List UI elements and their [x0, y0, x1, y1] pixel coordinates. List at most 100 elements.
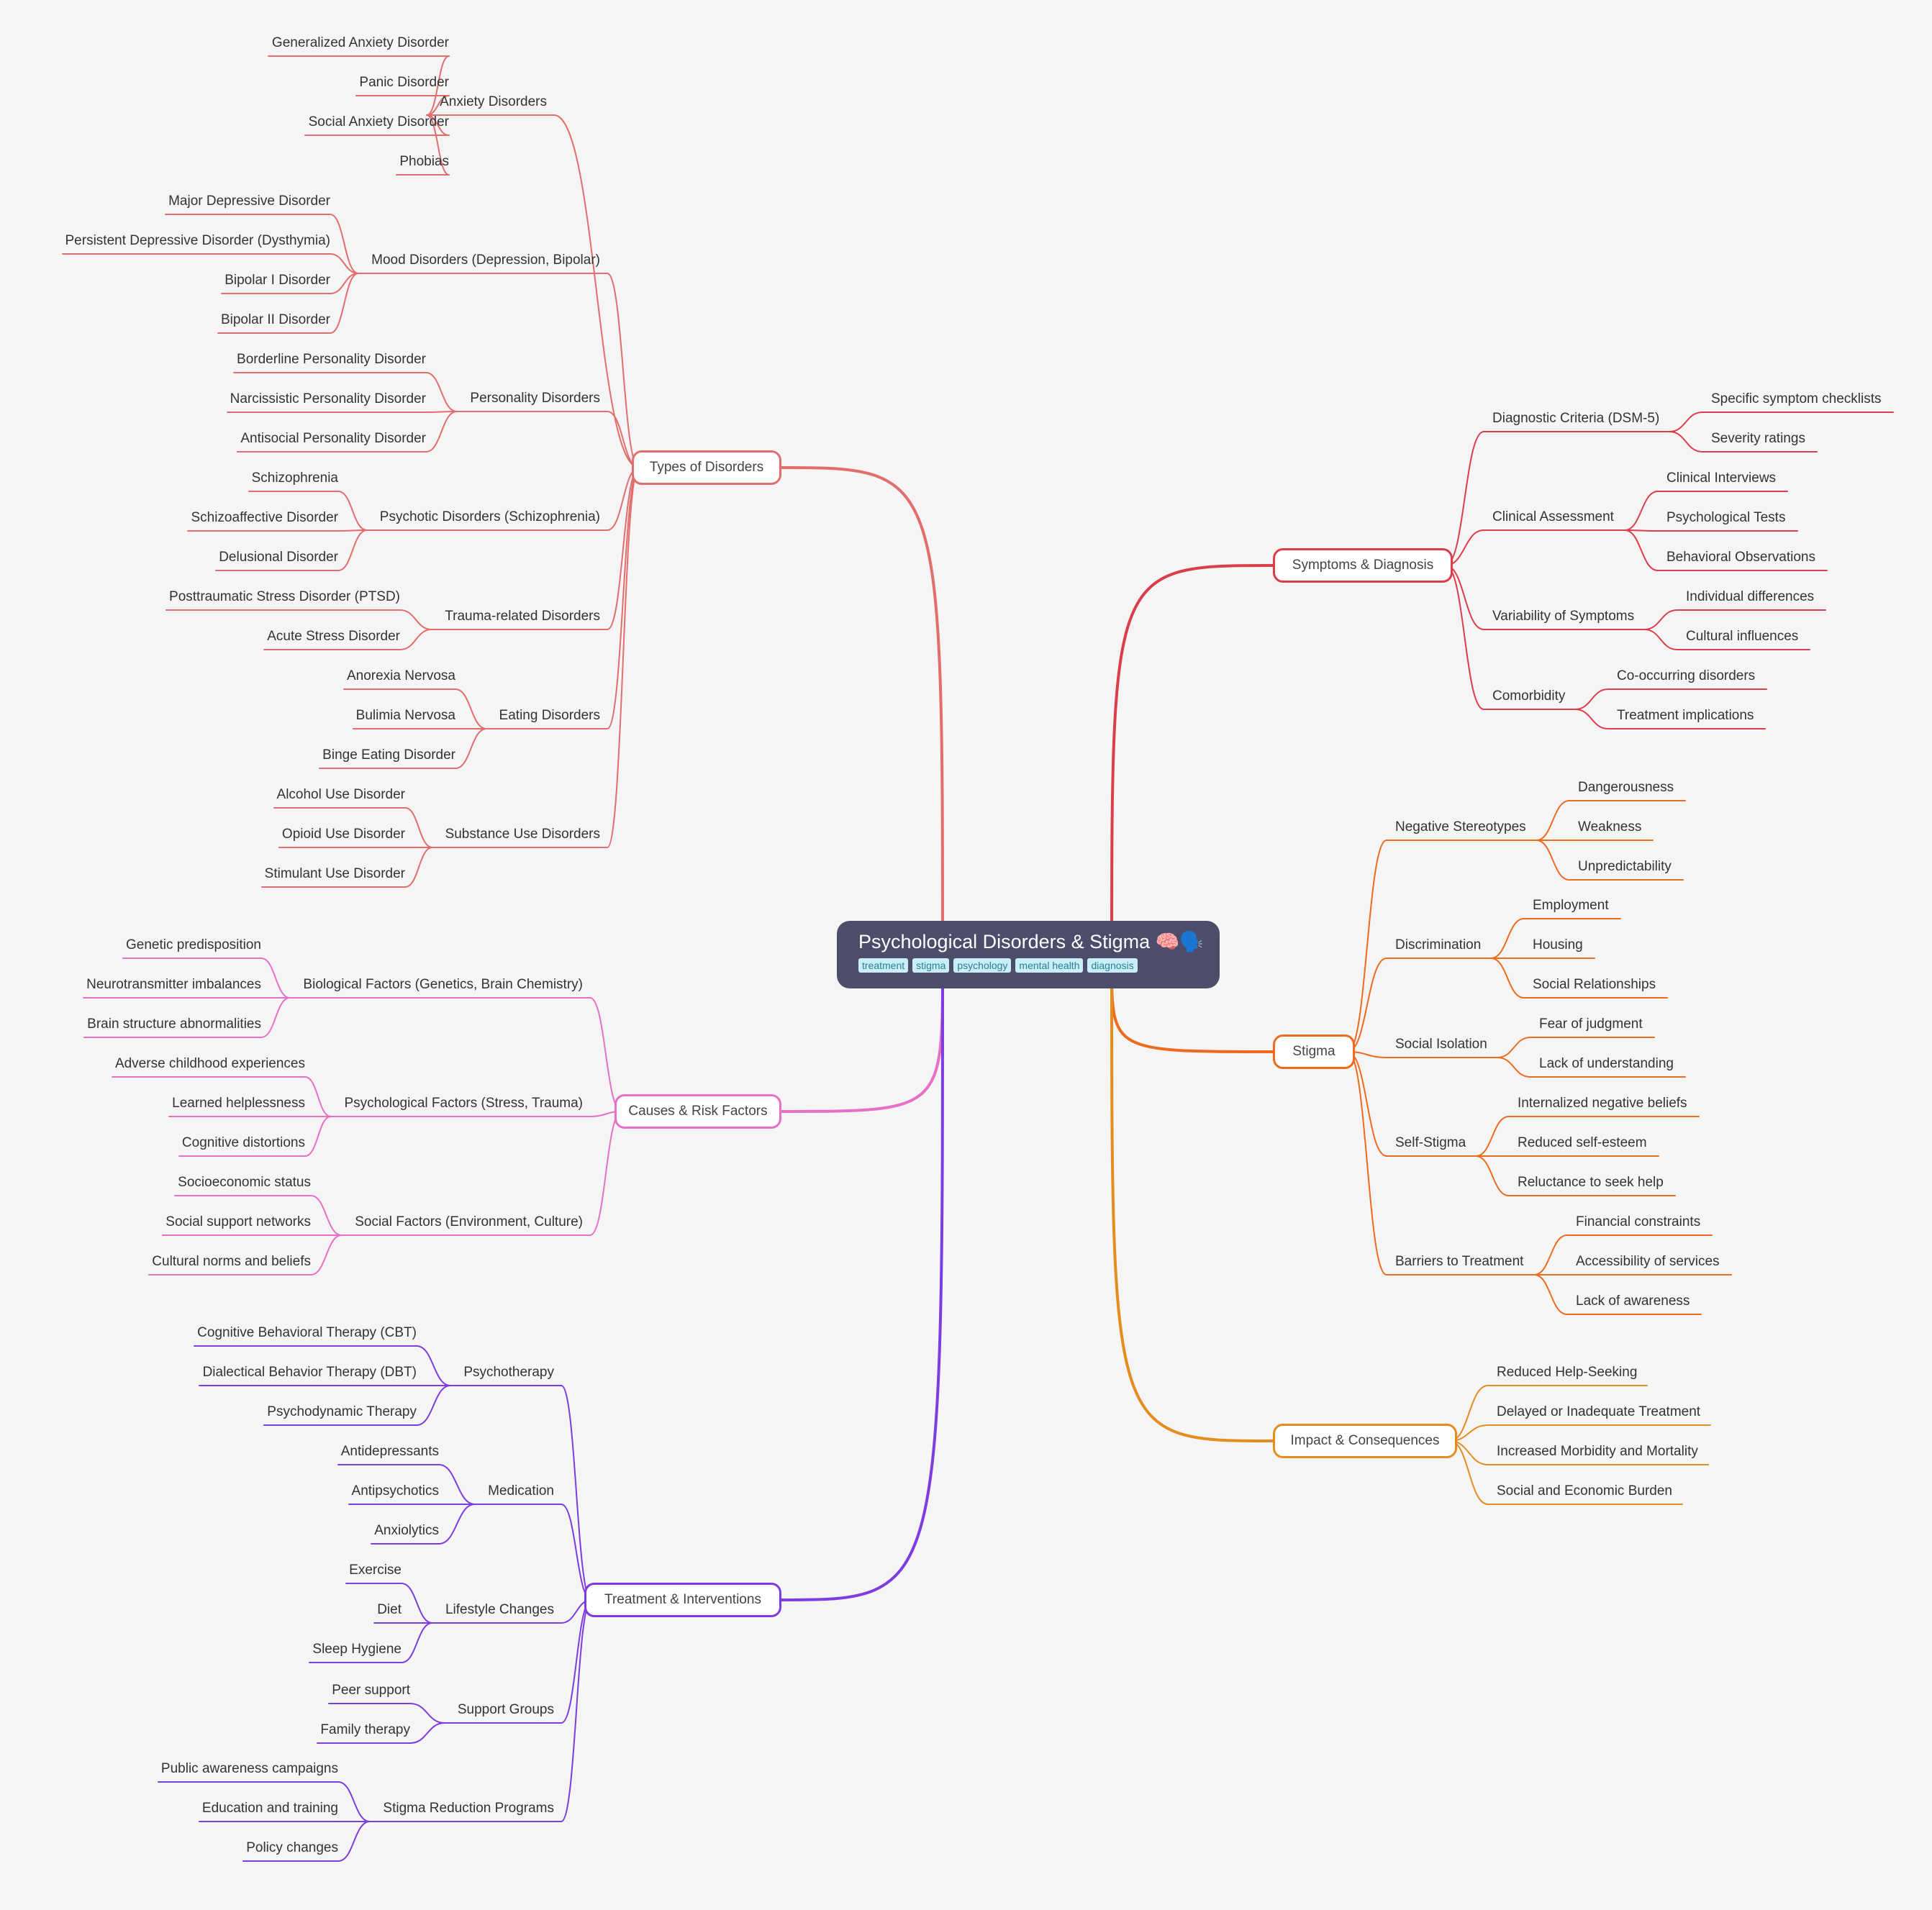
leaf-label[interactable]: Acute Stress Disorder: [267, 629, 400, 644]
leaf-label[interactable]: Panic Disorder: [359, 75, 449, 90]
leaf-label[interactable]: Financial constraints: [1576, 1214, 1701, 1229]
leaf-label[interactable]: Exercise: [349, 1563, 402, 1578]
leaf-label[interactable]: Sleep Hygiene: [312, 1642, 402, 1657]
leaf-label[interactable]: Lack of awareness: [1576, 1293, 1690, 1309]
leaf-label[interactable]: Bipolar I Disorder: [225, 273, 330, 288]
tag-psychology[interactable]: psychology: [953, 958, 1012, 973]
branch-node[interactable]: Causes & Risk Factors: [614, 1094, 781, 1129]
leaf-label[interactable]: Psychodynamic Therapy: [267, 1404, 417, 1419]
leaf-label[interactable]: Treatment implications: [1617, 708, 1754, 723]
subtopic-label[interactable]: Delayed or Inadequate Treatment: [1497, 1404, 1701, 1419]
leaf-label[interactable]: Delusional Disorder: [219, 550, 338, 565]
leaf-label[interactable]: Cognitive distortions: [181, 1135, 305, 1150]
leaf-label[interactable]: Dangerousness: [1578, 780, 1674, 795]
leaf-label[interactable]: Learned helplessness: [172, 1096, 305, 1111]
leaf-label[interactable]: Adverse childhood experiences: [114, 1056, 305, 1071]
leaf-label[interactable]: Genetic predisposition: [126, 937, 261, 952]
leaf-label[interactable]: Severity ratings: [1711, 431, 1805, 446]
branch-node[interactable]: Symptoms & Diagnosis: [1273, 548, 1453, 583]
subtopic-label[interactable]: Substance Use Disorders: [445, 827, 600, 842]
subtopic-label[interactable]: Social and Economic Burden: [1497, 1483, 1672, 1499]
leaf-label[interactable]: Social support networks: [165, 1214, 311, 1229]
root-node[interactable]: Psychological Disorders & Stigma 🧠🗣️ tre…: [837, 921, 1220, 988]
tag-diagnosis[interactable]: diagnosis: [1087, 958, 1138, 973]
branch-node[interactable]: Impact & Consequences: [1273, 1424, 1457, 1458]
subtopic-label[interactable]: Comorbidity: [1492, 688, 1566, 704]
subtopic-label[interactable]: Personality Disorders: [470, 391, 600, 406]
subtopic-label[interactable]: Psychotic Disorders (Schizophrenia): [379, 509, 600, 524]
branch-node[interactable]: Stigma: [1273, 1034, 1355, 1069]
subtopic-label[interactable]: Increased Morbidity and Mortality: [1497, 1444, 1698, 1459]
leaf-label[interactable]: Major Depressive Disorder: [168, 194, 330, 209]
subtopic-label[interactable]: Anxiety Disorders: [440, 94, 547, 109]
subtopic-label[interactable]: Eating Disorders: [499, 708, 600, 723]
leaf-label[interactable]: Individual differences: [1686, 589, 1815, 604]
subtopic-label[interactable]: Reduced Help-Seeking: [1497, 1365, 1638, 1380]
leaf-label[interactable]: Lack of understanding: [1539, 1056, 1674, 1071]
leaf-label[interactable]: Alcohol Use Disorder: [276, 787, 405, 802]
subtopic-label[interactable]: Discrimination: [1395, 937, 1482, 952]
leaf-label[interactable]: Stimulant Use Disorder: [264, 866, 405, 881]
leaf-label[interactable]: Education and training: [201, 1801, 338, 1816]
subtopic-label[interactable]: Social Factors (Environment, Culture): [355, 1214, 583, 1229]
leaf-label[interactable]: Accessibility of services: [1576, 1254, 1720, 1269]
subtopic-label[interactable]: Variability of Symptoms: [1492, 609, 1635, 624]
tag-mental-health[interactable]: mental health: [1015, 958, 1084, 973]
leaf-label[interactable]: Brain structure abnormalities: [87, 1017, 261, 1032]
leaf-label[interactable]: Generalized Anxiety Disorder: [271, 35, 449, 50]
leaf-label[interactable]: Bulimia Nervosa: [355, 708, 455, 723]
leaf-label[interactable]: Binge Eating Disorder: [322, 747, 455, 763]
leaf-label[interactable]: Clinical Interviews: [1666, 470, 1777, 486]
leaf-label[interactable]: Socioeconomic status: [178, 1175, 311, 1190]
leaf-label[interactable]: Fear of judgment: [1539, 1017, 1643, 1032]
leaf-label[interactable]: Housing: [1533, 937, 1583, 952]
subtopic-label[interactable]: Stigma Reduction Programs: [383, 1801, 554, 1816]
leaf-label[interactable]: Anxiolytics: [374, 1523, 439, 1538]
leaf-label[interactable]: Dialectical Behavior Therapy (DBT): [202, 1365, 417, 1380]
subtopic-label[interactable]: Support Groups: [457, 1702, 554, 1717]
subtopic-label[interactable]: Medication: [488, 1483, 554, 1499]
leaf-label[interactable]: Psychological Tests: [1666, 510, 1786, 525]
leaf-label[interactable]: Cognitive Behavioral Therapy (CBT): [197, 1325, 417, 1340]
leaf-label[interactable]: Employment: [1533, 898, 1609, 913]
leaf-label[interactable]: Public awareness campaigns: [160, 1761, 338, 1776]
leaf-label[interactable]: Specific symptom checklists: [1711, 391, 1882, 406]
leaf-label[interactable]: Weakness: [1578, 819, 1642, 835]
leaf-label[interactable]: Anorexia Nervosa: [346, 668, 455, 683]
subtopic-label[interactable]: Trauma-related Disorders: [445, 609, 600, 624]
leaf-label[interactable]: Reduced self-esteem: [1518, 1135, 1647, 1150]
subtopic-label[interactable]: Mood Disorders (Depression, Bipolar): [371, 253, 600, 268]
leaf-label[interactable]: Co-occurring disorders: [1617, 668, 1756, 683]
leaf-label[interactable]: Opioid Use Disorder: [281, 827, 405, 842]
leaf-label[interactable]: Bipolar II Disorder: [220, 312, 330, 327]
leaf-label[interactable]: Behavioral Observations: [1666, 550, 1815, 565]
leaf-label[interactable]: Antipsychotics: [351, 1483, 439, 1499]
leaf-label[interactable]: Reluctance to seek help: [1518, 1175, 1664, 1190]
leaf-label[interactable]: Phobias: [399, 154, 449, 169]
leaf-label[interactable]: Family therapy: [320, 1722, 410, 1737]
subtopic-label[interactable]: Biological Factors (Genetics, Brain Chem…: [303, 977, 583, 992]
leaf-label[interactable]: Schizoaffective Disorder: [191, 510, 338, 525]
tag-stigma[interactable]: stigma: [912, 958, 950, 973]
subtopic-label[interactable]: Clinical Assessment: [1492, 509, 1614, 524]
leaf-label[interactable]: Schizophrenia: [251, 470, 338, 486]
leaf-label[interactable]: Neurotransmitter imbalances: [86, 977, 261, 992]
subtopic-label[interactable]: Barriers to Treatment: [1395, 1254, 1524, 1269]
leaf-label[interactable]: Narcissistic Personality Disorder: [230, 391, 426, 406]
leaf-label[interactable]: Social Anxiety Disorder: [308, 114, 449, 129]
subtopic-label[interactable]: Psychotherapy: [463, 1365, 554, 1380]
subtopic-label[interactable]: Psychological Factors (Stress, Trauma): [344, 1096, 583, 1111]
leaf-label[interactable]: Persistent Depressive Disorder (Dysthymi…: [65, 233, 331, 248]
subtopic-label[interactable]: Social Isolation: [1395, 1037, 1487, 1052]
tag-treatment[interactable]: treatment: [858, 958, 909, 973]
leaf-label[interactable]: Posttraumatic Stress Disorder (PTSD): [169, 589, 400, 604]
leaf-label[interactable]: Unpredictability: [1578, 859, 1672, 874]
leaf-label[interactable]: Cultural influences: [1686, 629, 1799, 644]
branch-node[interactable]: Types of Disorders: [632, 450, 781, 485]
leaf-label[interactable]: Antisocial Personality Disorder: [240, 431, 426, 446]
leaf-label[interactable]: Cultural norms and beliefs: [152, 1254, 311, 1269]
subtopic-label[interactable]: Self-Stigma: [1395, 1135, 1466, 1150]
subtopic-label[interactable]: Diagnostic Criteria (DSM-5): [1492, 411, 1660, 426]
leaf-label[interactable]: Social Relationships: [1533, 977, 1656, 992]
subtopic-label[interactable]: Negative Stereotypes: [1395, 819, 1526, 835]
